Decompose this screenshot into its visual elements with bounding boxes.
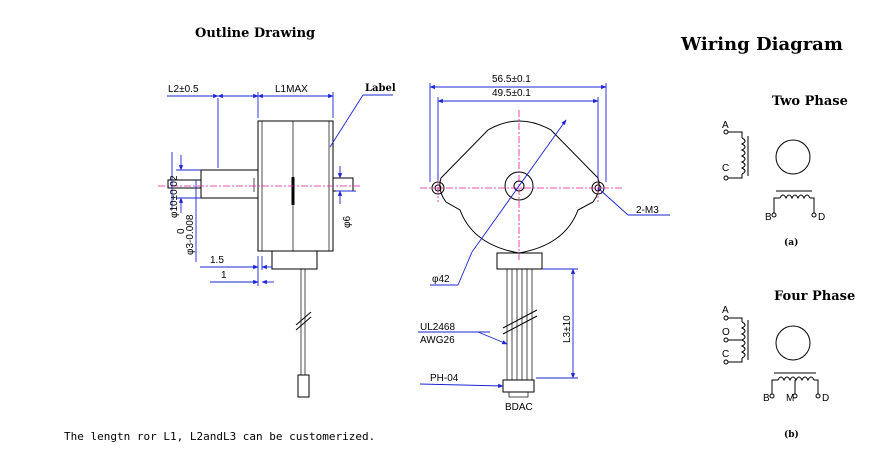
customization-note: The lengtn ror L1, L2andL3 can be custom… (64, 430, 375, 443)
lead-exit-box (271, 250, 318, 270)
motor-flange-outline (439, 120, 600, 254)
dim-boss-dia: φ6 (342, 216, 353, 228)
caption-a: (a) (784, 237, 798, 248)
dim-1-5: 1.5 (210, 255, 224, 266)
front-view: 56.5±0.1 49.5±0.1 2-M3 φ42 L3±10 UL2468 … (418, 74, 670, 413)
wire-spec-ul: UL2468 (420, 322, 455, 333)
pin-a-four: A (722, 305, 729, 316)
wiring-four-phase: Four Phase A O C B M D (b) (722, 289, 855, 440)
pin-d-four: D (822, 393, 829, 404)
wiring-diagram-title: Wiring Diagram (680, 34, 843, 55)
rotor-symbol-b (775, 325, 811, 361)
caption-b: (b) (784, 429, 799, 440)
pin-o-four: O (722, 327, 730, 338)
dim-lead-length: L3±10 (562, 315, 573, 343)
dim-hole-pitch: 49.5±0.1 (492, 88, 531, 99)
pin-d-two: D (818, 212, 825, 223)
coil-ac (740, 137, 746, 175)
motor-body-side (257, 120, 334, 252)
rotor-symbol-a (775, 139, 811, 175)
output-shaft (167, 179, 202, 189)
pin-c-four: C (722, 349, 729, 360)
coil-bd (779, 194, 811, 200)
connector-spec: PH-04 (430, 373, 459, 384)
dim-1: 1 (221, 270, 227, 281)
two-phase-title: Two Phase (772, 94, 848, 109)
dim-shaft-small-dia: φ3-0.008 (185, 214, 196, 255)
dim-body-dia: φ42 (432, 274, 450, 285)
dim-l1: L1MAX (275, 84, 308, 95)
label-callout: Label (365, 83, 396, 94)
shaft-boss (200, 169, 259, 199)
side-view: Label L2±0.5 L1MAX φ10±0.02 φ3-0.008 0 φ… (158, 83, 396, 398)
pin-m-four: M (786, 393, 794, 404)
coil-bmd (777, 376, 815, 382)
pin-a-two: A (722, 120, 729, 131)
four-phase-title: Four Phase (774, 289, 855, 304)
lead-exit-front (496, 252, 543, 270)
dim-shaft-small-tol: 0 (176, 228, 187, 234)
outline-drawing-title: Outline Drawing (195, 26, 315, 41)
connector-ph04 (502, 379, 535, 393)
pin-b-two: B (765, 212, 772, 223)
dim-l2: L2±0.5 (168, 84, 199, 95)
wire-spec-awg: AWG26 (420, 335, 455, 346)
pin-b-four: B (763, 393, 770, 404)
rear-boss (332, 177, 354, 192)
cable-connector-side (297, 374, 310, 398)
wiring-two-phase: Two Phase A C B D (a) (722, 94, 848, 248)
dim-overall-width: 56.5±0.1 (492, 74, 531, 85)
pin-c-two: C (722, 163, 729, 174)
coil-aoc (740, 321, 746, 359)
dim-shaft-dia: φ10±0.02 (169, 175, 180, 218)
pin-order: BDAC (505, 402, 533, 413)
dim-mount-holes: 2-M3 (636, 205, 659, 216)
